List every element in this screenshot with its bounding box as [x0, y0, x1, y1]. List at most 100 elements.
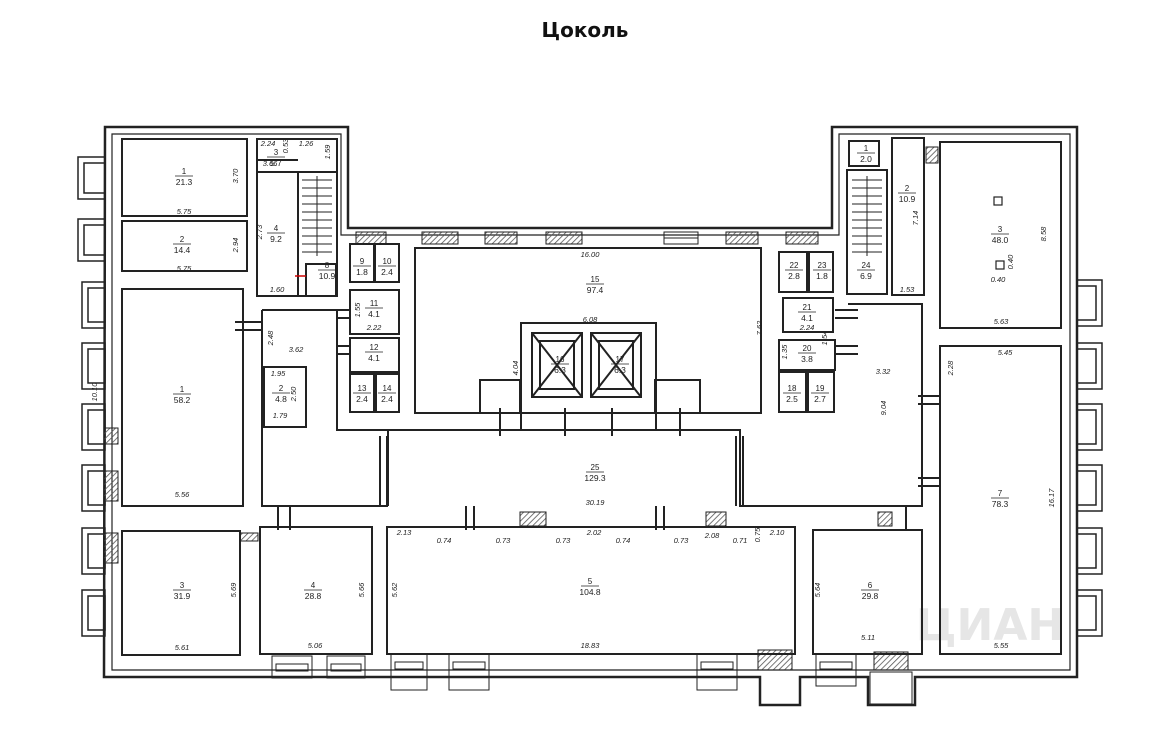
- room-r16: 166.3: [551, 355, 569, 375]
- room-number: 1: [180, 385, 185, 394]
- watermark-logo: ЦИАН: [916, 600, 1065, 651]
- room-number: 25: [591, 463, 600, 472]
- room-area: 14.4: [174, 245, 191, 255]
- room-r9: 91.8: [353, 257, 371, 277]
- dimension-label: 10.10: [90, 382, 99, 402]
- room-number: 13: [358, 384, 367, 393]
- dimension-label: 7.62: [755, 320, 764, 335]
- room-number: 4: [274, 224, 279, 233]
- room-area: 2.7: [814, 394, 826, 404]
- room-r19: 192.7: [811, 384, 829, 404]
- room-number: 3: [998, 225, 1003, 234]
- room-number: 8: [325, 261, 330, 270]
- room-r10: 102.4: [378, 257, 396, 277]
- room-number: 21: [803, 303, 812, 312]
- room-r14: 142.4: [378, 384, 396, 404]
- room-area: 2.8: [788, 271, 800, 281]
- room-number: 3: [180, 581, 185, 590]
- room-number: 6: [868, 581, 873, 590]
- room-r8: 810.9: [318, 261, 336, 281]
- dimension-label: 0.73: [496, 536, 511, 545]
- columns: [993, 196, 1005, 270]
- room-rR2: 210.9: [898, 184, 916, 204]
- room-area: 97.4: [587, 285, 604, 295]
- room-rR1: 12.0: [857, 144, 875, 164]
- room-area: 6.3: [614, 365, 626, 375]
- dimension-label: 5.66: [357, 582, 366, 597]
- room-number: 12: [370, 343, 379, 352]
- room-number: 22: [790, 261, 799, 270]
- room-r12: 124.1: [365, 343, 383, 363]
- room-r23: 231.8: [813, 261, 831, 281]
- room-area: 2.4: [381, 267, 393, 277]
- dimension-label: 30.19: [586, 498, 606, 507]
- room-area: 10.9: [899, 194, 916, 204]
- room-area: 29.8: [862, 591, 879, 601]
- room-area: 21.3: [176, 177, 193, 187]
- room-rR3: 348.0: [991, 225, 1009, 245]
- dimension-label: 5.63: [994, 317, 1009, 326]
- room-area: 5.7: [270, 158, 282, 168]
- room-r4: 428.8: [304, 581, 322, 601]
- interior-walls: [121, 137, 1062, 656]
- dimension-label: 1.54: [820, 331, 829, 346]
- room-r11: 114.1: [365, 299, 383, 319]
- dimension-label: 3.62: [289, 345, 304, 354]
- room-number: 16: [556, 355, 565, 364]
- room-area: 9.2: [270, 234, 282, 244]
- dimension-label: 2.02: [586, 528, 602, 537]
- room-number: 2: [905, 184, 910, 193]
- room-r7: 778.3: [991, 489, 1009, 509]
- dimension-label: 2.10: [769, 528, 785, 537]
- dimension-label: 1.79: [273, 411, 288, 420]
- room-area: 129.3: [584, 473, 606, 483]
- room-area: 104.8: [579, 587, 601, 597]
- dimension-label: 2.28: [946, 360, 955, 376]
- room-area: 10.9: [319, 271, 336, 281]
- room-r17: 176.3: [611, 355, 629, 375]
- outer-walls: [102, 125, 1079, 707]
- dimension-label: 2.13: [396, 528, 412, 537]
- dimension-label: 6.08: [583, 315, 598, 324]
- dimension-label: 3.70: [231, 168, 240, 183]
- room-area: 6.3: [554, 365, 566, 375]
- room-area: 2.4: [356, 394, 368, 404]
- room-number: 19: [816, 384, 825, 393]
- room-number: 5: [588, 577, 593, 586]
- dimension-label: 2.08: [704, 531, 720, 540]
- room-r6: 629.8: [861, 581, 879, 601]
- room-number: 14: [383, 384, 392, 393]
- dimension-label: 1.53: [900, 285, 915, 294]
- dimension-label: 3.32: [876, 367, 891, 376]
- room-number: 18: [788, 384, 797, 393]
- room-r3-small: 35.7: [267, 148, 285, 168]
- room-area: 1.8: [816, 271, 828, 281]
- room-r1-top: 121.3: [175, 167, 193, 187]
- dimension-label: 5.11: [861, 633, 875, 642]
- dimension-label: 2.24: [260, 139, 276, 148]
- room-r13: 132.4: [353, 384, 371, 404]
- hatched-windows: [103, 146, 939, 671]
- dimension-label: 2.48: [266, 330, 275, 346]
- plan-title: Цоколь: [541, 18, 629, 42]
- dimension-label: 5.61: [175, 643, 190, 652]
- dimension-label: 8.58: [1039, 226, 1048, 241]
- room-area: 4.8: [275, 394, 287, 404]
- dimension-label: 7.14: [911, 211, 920, 226]
- dimension-label: 5.06: [308, 641, 323, 650]
- dimension-label: 1.55: [353, 302, 362, 317]
- room-number: 7: [998, 489, 1003, 498]
- room-number: 17: [616, 355, 625, 364]
- plain-windows: [663, 231, 699, 245]
- room-r21: 214.1: [798, 303, 816, 323]
- room-number: 23: [818, 261, 827, 270]
- dimension-label: 16.17: [1047, 488, 1056, 508]
- room-area: 4.1: [368, 309, 380, 319]
- room-r1-left: 158.2: [173, 385, 191, 405]
- room-number: 9: [360, 257, 365, 266]
- room-r2-top: 214.4: [173, 235, 191, 255]
- dimension-label: 2.24: [799, 323, 815, 332]
- dimension-label: 2.73: [255, 224, 264, 240]
